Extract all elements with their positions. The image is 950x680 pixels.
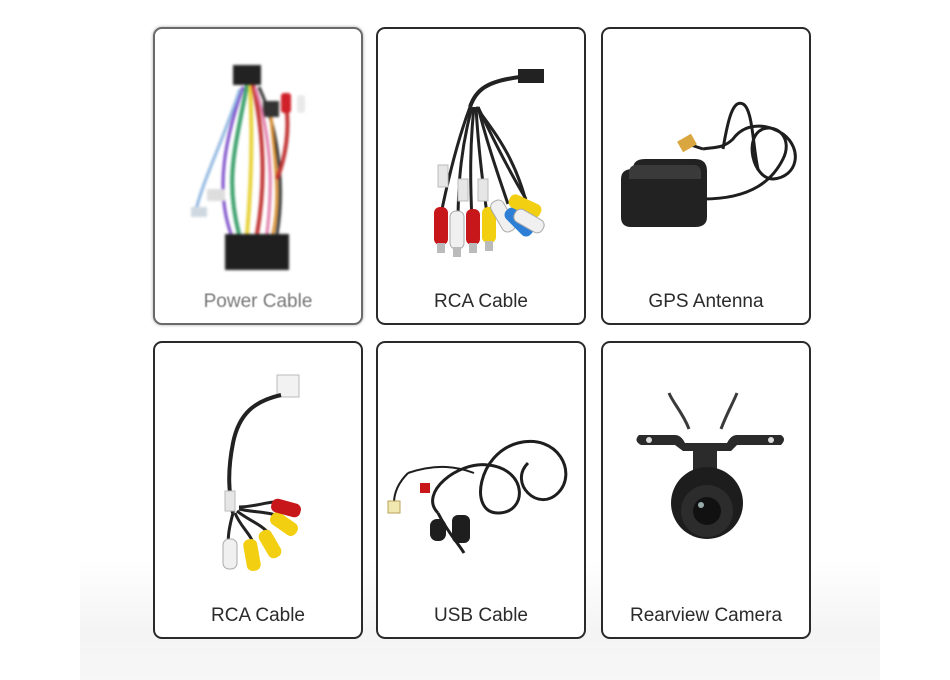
accessory-card-usb-cable[interactable]: USB Cable: [376, 341, 586, 639]
card-caption: GPS Antenna: [648, 291, 764, 312]
card-caption: USB Cable: [434, 605, 528, 626]
accessory-card-gps-antenna[interactable]: GPS Antenna: [601, 27, 811, 325]
rearview-camera-icon: [636, 392, 784, 539]
accessory-card-power-cable[interactable]: Power Cable: [153, 27, 363, 325]
power-cable-harness-icon: [191, 65, 305, 270]
card-caption: Power Cable: [203, 291, 313, 312]
accessory-card-rca-cable[interactable]: RCA Cable: [153, 341, 363, 639]
accessory-card-rearview-camera[interactable]: Rearview Camera: [601, 341, 811, 639]
accessory-card-rca-cable[interactable]: RCA Cable: [376, 27, 586, 325]
card-caption: Rearview Camera: [629, 605, 783, 626]
card-caption: RCA Cable: [211, 605, 305, 626]
usb-cable-icon: [387, 439, 568, 554]
rca-cable-5-plug-icon: [222, 374, 301, 572]
gps-antenna-icon: [621, 101, 797, 227]
rca-cable-8-plug-icon: [434, 69, 545, 257]
card-caption: RCA Cable: [434, 291, 528, 312]
